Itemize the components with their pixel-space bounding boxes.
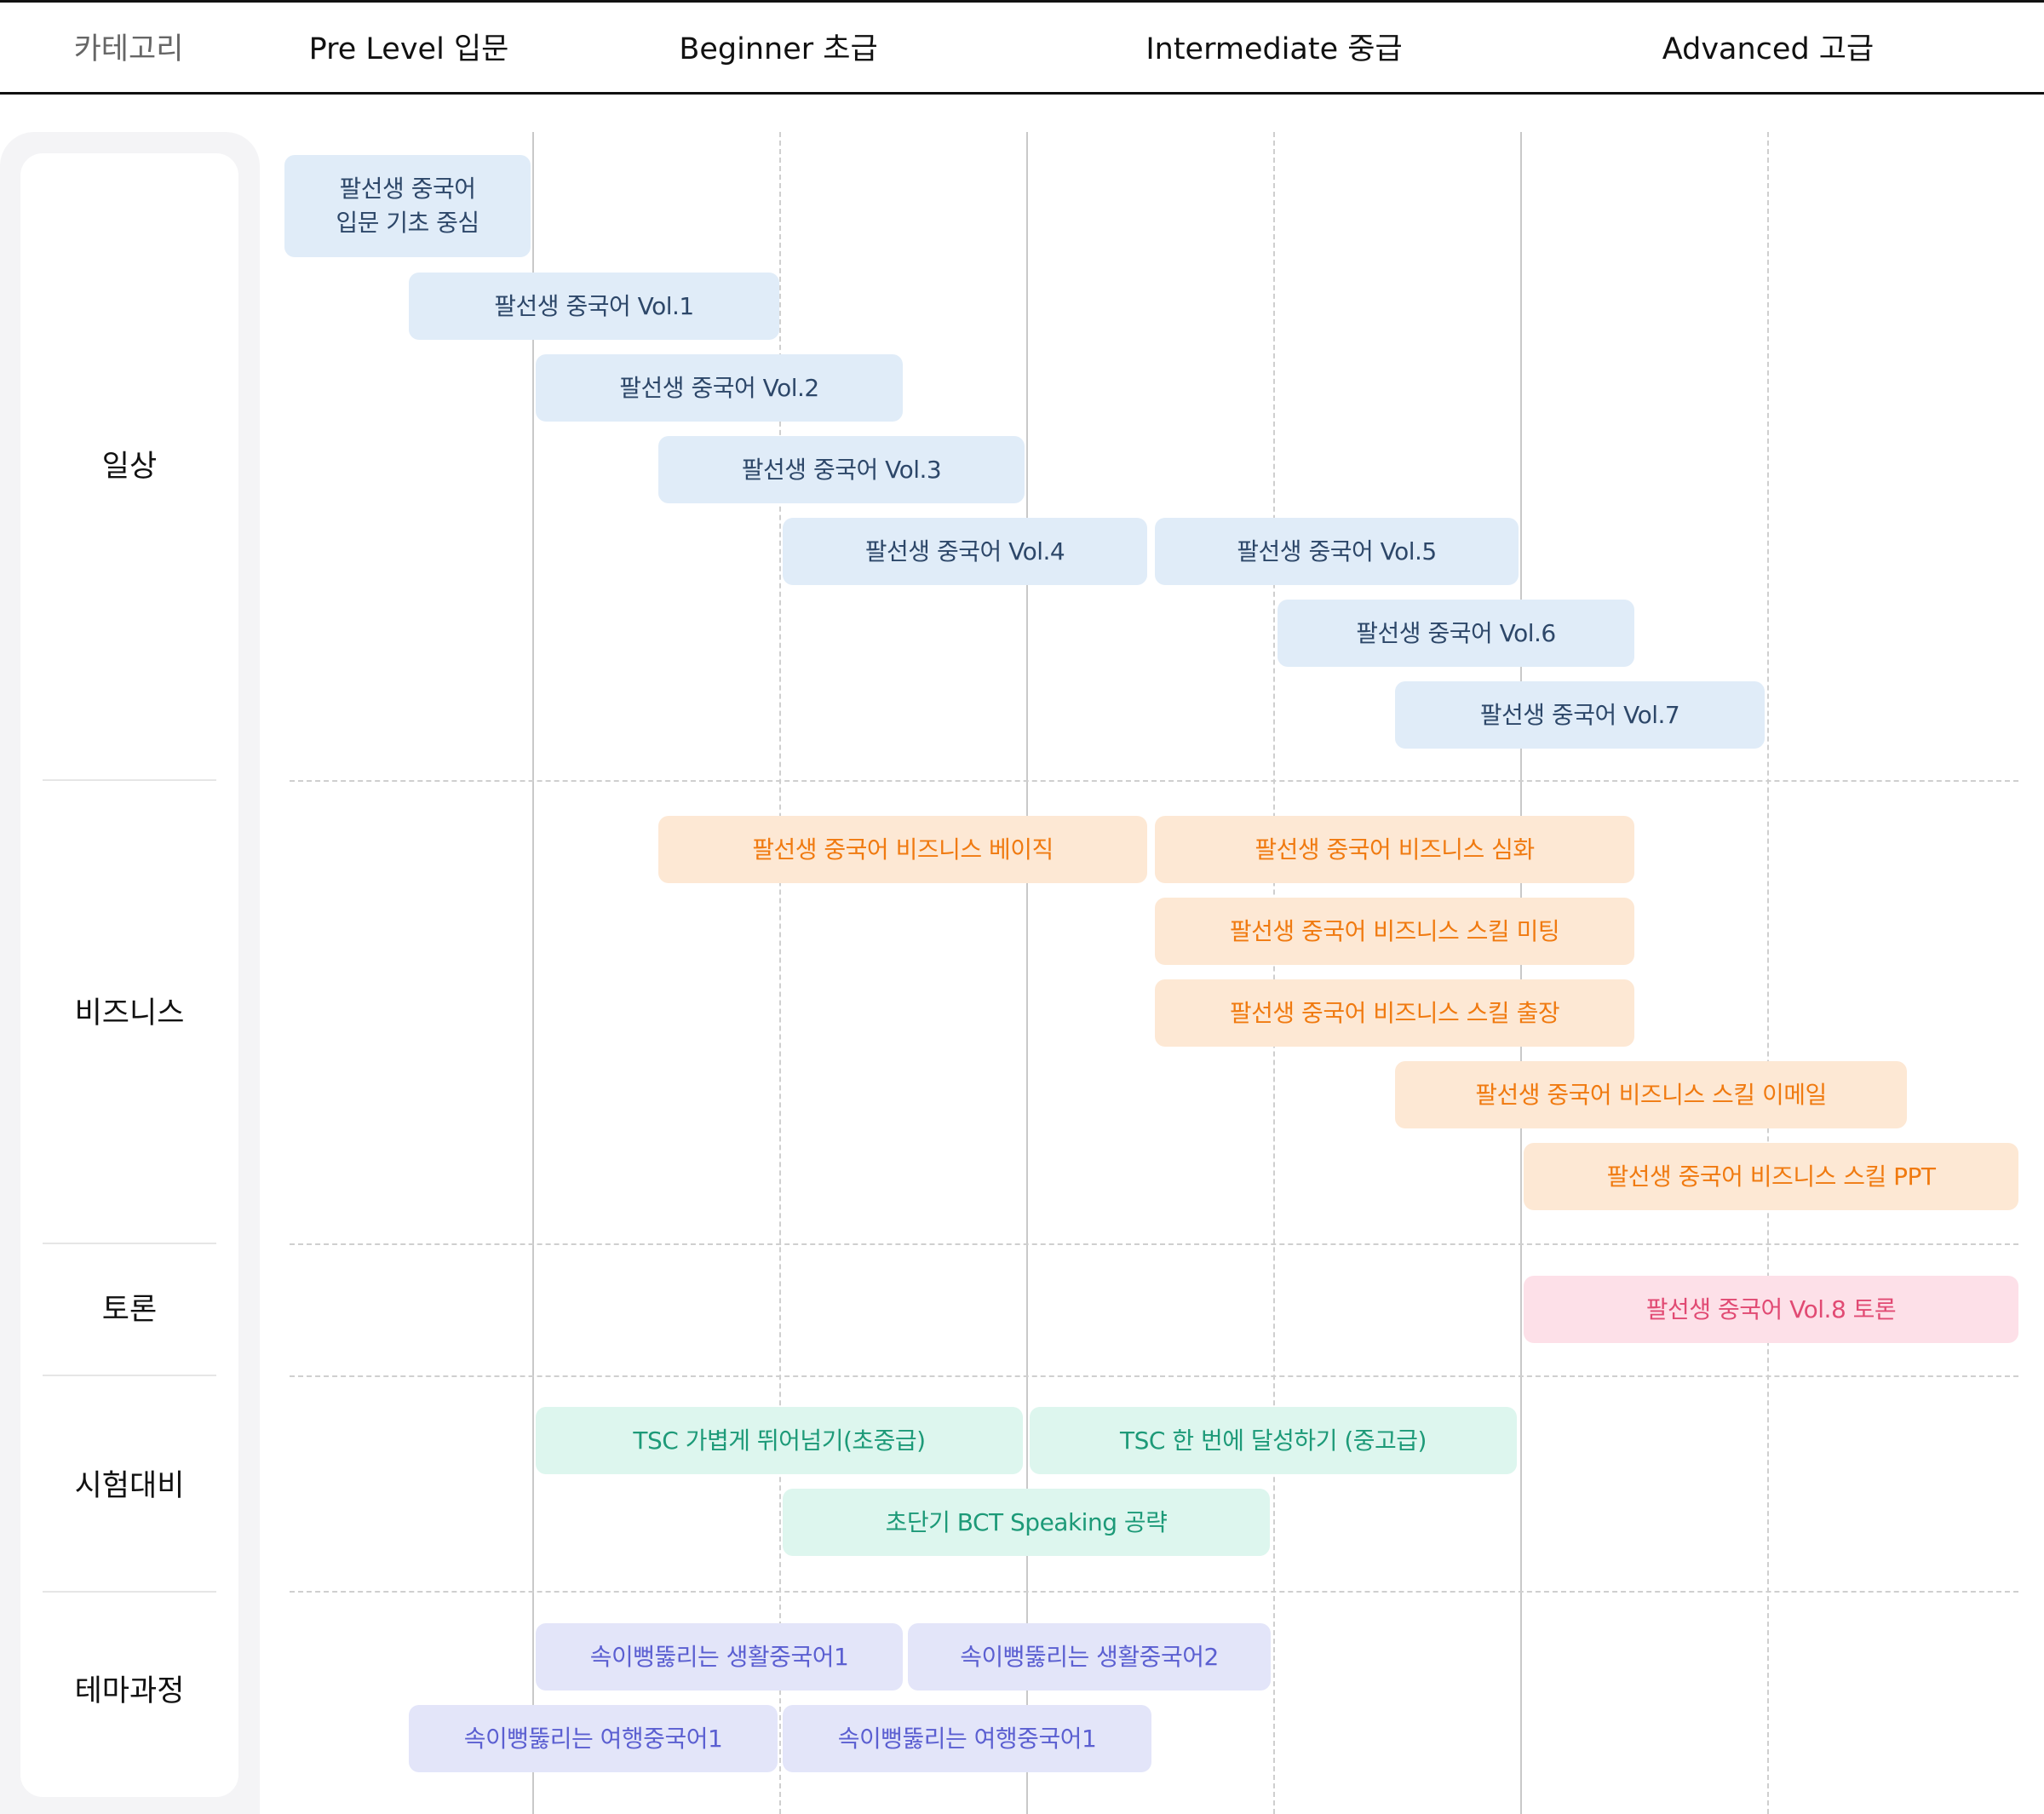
grid-line [1520,132,1522,1814]
course-theme-travel1[interactable]: 속이뻥뚫리는 여행중국어1 [409,1705,778,1772]
course-business-meeting[interactable]: 팔선생 중국어 비즈니스 스킬 미팅 [1155,898,1634,965]
level-header: 카테고리 Pre Level 입문 Beginner 초급 Intermedia… [0,0,2044,95]
header-category: 카테고리 [73,32,184,66]
course-daily-vol4[interactable]: 팔선생 중국어 Vol.4 [783,518,1147,585]
course-debate-vol8[interactable]: 팔선생 중국어 Vol.8 토론 [1524,1276,2018,1343]
course-label: 속이뻥뚫리는 여행중국어1 [463,1724,723,1753]
course-label: 팔선생 중국어 비즈니스 스킬 PPT [1606,1162,1936,1191]
row-separator [290,1243,2018,1245]
course-label: 팔선생 중국어 Vol.7 [1479,700,1680,729]
category-daily: 일상 [101,450,158,484]
course-daily-vol1[interactable]: 팔선생 중국어 Vol.1 [409,273,779,340]
course-label: 팔선생 중국어 비즈니스 스킬 출장 [1229,998,1560,1027]
grid-line [1273,132,1275,1814]
course-label: 팔선생 중국어 비즈니스 심화 [1255,835,1535,864]
course-label: 입문 기초 중심 [336,209,479,237]
category-panel-inner: 일상 비즈니스 토론 시험대비 테마과정 [20,153,238,1797]
course-daily-vol6[interactable]: 팔선생 중국어 Vol.6 [1278,600,1634,667]
grid-line [532,132,534,1814]
course-label: 속이뻥뚫리는 여행중국어1 [837,1724,1097,1753]
row-separator [290,1375,2018,1377]
course-business-basic[interactable]: 팔선생 중국어 비즈니스 베이직 [658,816,1147,883]
category-divider [43,1375,216,1376]
course-label: 속이뻥뚫리는 생활중국어2 [960,1642,1219,1671]
course-business-trip[interactable]: 팔선생 중국어 비즈니스 스킬 출장 [1155,979,1634,1047]
course-theme-travel2[interactable]: 속이뻥뚫리는 여행중국어1 [783,1705,1151,1772]
row-separator [290,780,2018,782]
category-theme: 테마과정 [74,1674,185,1708]
course-business-advanced[interactable]: 팔선생 중국어 비즈니스 심화 [1155,816,1634,883]
course-daily-vol2[interactable]: 팔선생 중국어 Vol.2 [536,354,903,422]
course-exam-bct[interactable]: 초단기 BCT Speaking 공략 [783,1489,1270,1556]
course-label: 속이뻥뚫리는 생활중국어1 [589,1642,849,1671]
course-theme-life2[interactable]: 속이뻥뚫리는 생활중국어2 [908,1623,1271,1691]
category-divider [43,1243,216,1244]
course-label: 팔선생 중국어 [339,175,476,203]
course-exam-tsc-basic[interactable]: TSC 가볍게 뛰어넘기(초중급) [536,1407,1023,1474]
course-label: 팔선생 중국어 Vol.2 [619,373,819,402]
header-level-pre: Pre Level 입문 [308,32,509,66]
course-label: TSC 가볍게 뛰어넘기(초중급) [633,1426,926,1455]
course-label: 팔선생 중국어 비즈니스 베이직 [752,835,1054,864]
course-business-ppt[interactable]: 팔선생 중국어 비즈니스 스킬 PPT [1524,1143,2018,1210]
category-divider [43,1591,216,1593]
header-level-advanced: Advanced 고급 [1662,32,1875,66]
course-daily-vol7[interactable]: 팔선생 중국어 Vol.7 [1395,681,1765,749]
course-label: TSC 한 번에 달성하기 (중고급) [1120,1426,1427,1455]
course-label: 초단기 BCT Speaking 공략 [885,1507,1168,1536]
grid-line [1767,132,1769,1814]
course-daily-vol3[interactable]: 팔선생 중국어 Vol.3 [658,436,1025,503]
course-label: 팔선생 중국어 Vol.3 [741,455,942,484]
course-label: 팔선생 중국어 비즈니스 스킬 미팅 [1229,916,1560,945]
course-label: 팔선생 중국어 Vol.6 [1356,618,1556,647]
course-business-email[interactable]: 팔선생 중국어 비즈니스 스킬 이메일 [1395,1061,1907,1128]
course-daily-vol5[interactable]: 팔선생 중국어 Vol.5 [1155,518,1519,585]
course-exam-tsc-advanced[interactable]: TSC 한 번에 달성하기 (중고급) [1030,1407,1517,1474]
category-panel: 일상 비즈니스 토론 시험대비 테마과정 [0,132,260,1814]
category-business: 비즈니스 [74,996,185,1030]
row-separator [290,1591,2018,1593]
category-debate: 토론 [101,1293,158,1327]
course-label: 팔선생 중국어 Vol.8 토론 [1645,1294,1897,1323]
category-divider [43,779,216,781]
header-level-intermediate: Intermediate 중급 [1145,32,1403,66]
course-label: 팔선생 중국어 Vol.4 [864,537,1065,565]
course-label: 팔선생 중국어 비즈니스 스킬 이메일 [1475,1080,1827,1109]
course-label: 팔선생 중국어 Vol.1 [494,291,694,320]
header-level-beginner: Beginner 초급 [679,32,878,66]
category-exam: 시험대비 [74,1469,185,1503]
course-theme-life1[interactable]: 속이뻥뚫리는 생활중국어1 [536,1623,903,1691]
grid-line [1026,132,1028,1814]
course-label: 팔선생 중국어 Vol.5 [1237,537,1437,565]
course-daily-intro[interactable]: 팔선생 중국어 입문 기초 중심 [284,155,531,257]
grid-line [779,132,781,1814]
